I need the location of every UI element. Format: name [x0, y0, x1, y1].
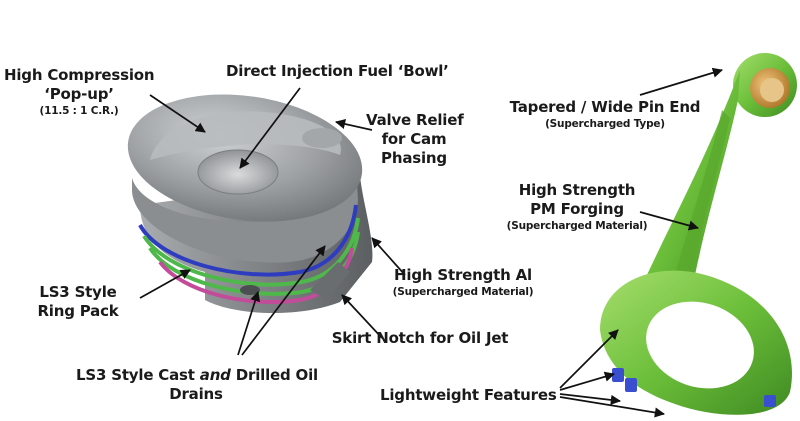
- label-high-strength-al-sub: (Supercharged Material): [392, 286, 534, 298]
- arrow-drain-2: [241, 245, 326, 356]
- piston: [127, 94, 373, 314]
- bolt-1: [612, 368, 624, 382]
- label-oil-drains-1a: LS3 Style Cast: [76, 366, 200, 384]
- label-pop-up: High Compression ‘Pop-up’ (11.5 : 1 C.R.…: [4, 66, 155, 118]
- arrow-pm-forging: [639, 211, 699, 231]
- label-skirt-notch: Skirt Notch for Oil Jet: [322, 329, 518, 348]
- label-oil-drains-line1: LS3 Style Cast and Drilled Oil: [76, 366, 318, 385]
- label-oil-drains-1c: Drilled Oil: [230, 366, 318, 384]
- valve-relief: [302, 128, 342, 148]
- label-pm-forging-line2: PM Forging: [530, 200, 624, 218]
- pin-bore: [760, 78, 784, 102]
- arrow-high-strength-al: [371, 237, 406, 276]
- leader-lines: [139, 67, 723, 418]
- label-pm-forging-line1: High Strength: [518, 181, 636, 199]
- label-valve-relief-line2: for Cam: [381, 130, 447, 148]
- fuel-bowl: [197, 149, 279, 195]
- label-pop-up-line2: ‘Pop-up’: [44, 85, 114, 103]
- label-pm-forging-sub: (Supercharged Material): [506, 220, 648, 232]
- arrow-valve-relief: [335, 119, 373, 131]
- label-high-strength-al-line1: High Strength Al: [394, 266, 532, 284]
- rod-beam-channel: [672, 110, 730, 288]
- label-oil-drains: LS3 Style Cast and Drilled Oil Drains: [76, 366, 318, 404]
- crank-bore: [646, 301, 754, 389]
- label-oil-drains-line2: Drains: [169, 385, 223, 403]
- label-oil-drains-1b: and: [199, 366, 231, 384]
- skirt-notch: [310, 262, 350, 300]
- ring-blue: [138, 204, 358, 277]
- arrow-lightweight-1: [559, 329, 619, 389]
- bolt-3: [764, 395, 776, 407]
- label-lightweight: Lightweight Features: [380, 386, 557, 405]
- arrow-lightweight-2: [559, 371, 615, 391]
- ring-green: [142, 217, 360, 287]
- label-pin-end: Tapered / Wide Pin End (Supercharged Typ…: [505, 98, 705, 131]
- label-pin-end-sub: (Supercharged Type): [545, 118, 665, 130]
- label-pm-forging: High Strength PM Forging (Supercharged M…: [492, 181, 662, 233]
- label-pop-up-line1: High Compression: [4, 66, 155, 84]
- rod-beam: [640, 70, 740, 300]
- label-ring-pack-line2: Ring Pack: [37, 302, 119, 320]
- label-pin-end-line1: Tapered / Wide Pin End: [509, 98, 701, 116]
- label-valve-relief-line3: Phasing: [381, 149, 447, 167]
- label-ring-pack-line1: LS3 Style: [39, 283, 117, 301]
- bolt-2: [625, 378, 637, 392]
- arrow-drain-1: [237, 291, 261, 356]
- arrow-ring-pack: [139, 269, 191, 299]
- arrow-lightweight-4: [559, 396, 666, 418]
- connecting-rod: [600, 53, 797, 415]
- label-pop-up-sub: (11.5 : 1 C.R.): [39, 105, 119, 117]
- label-valve-relief-line1: Valve Relief: [366, 111, 464, 129]
- label-skirt-notch-line1: Skirt Notch for Oil Jet: [331, 329, 509, 347]
- piston-wall: [132, 168, 358, 263]
- arrow-bowl: [239, 87, 301, 169]
- arrow-pop-up: [149, 94, 206, 133]
- arrow-pin-end: [639, 67, 723, 96]
- label-high-strength-al: High Strength Al (Supercharged Material): [375, 266, 551, 299]
- label-bowl-line1: Direct Injection Fuel ‘Bowl’: [226, 62, 449, 80]
- arrow-skirt-notch: [341, 294, 383, 339]
- label-valve-relief: Valve Relief for Cam Phasing: [366, 111, 464, 168]
- label-bowl: Direct Injection Fuel ‘Bowl’: [226, 62, 449, 81]
- arrow-lightweight-3: [559, 393, 622, 406]
- label-lightweight-line1: Lightweight Features: [380, 386, 557, 404]
- label-ring-pack: LS3 Style Ring Pack: [28, 283, 128, 321]
